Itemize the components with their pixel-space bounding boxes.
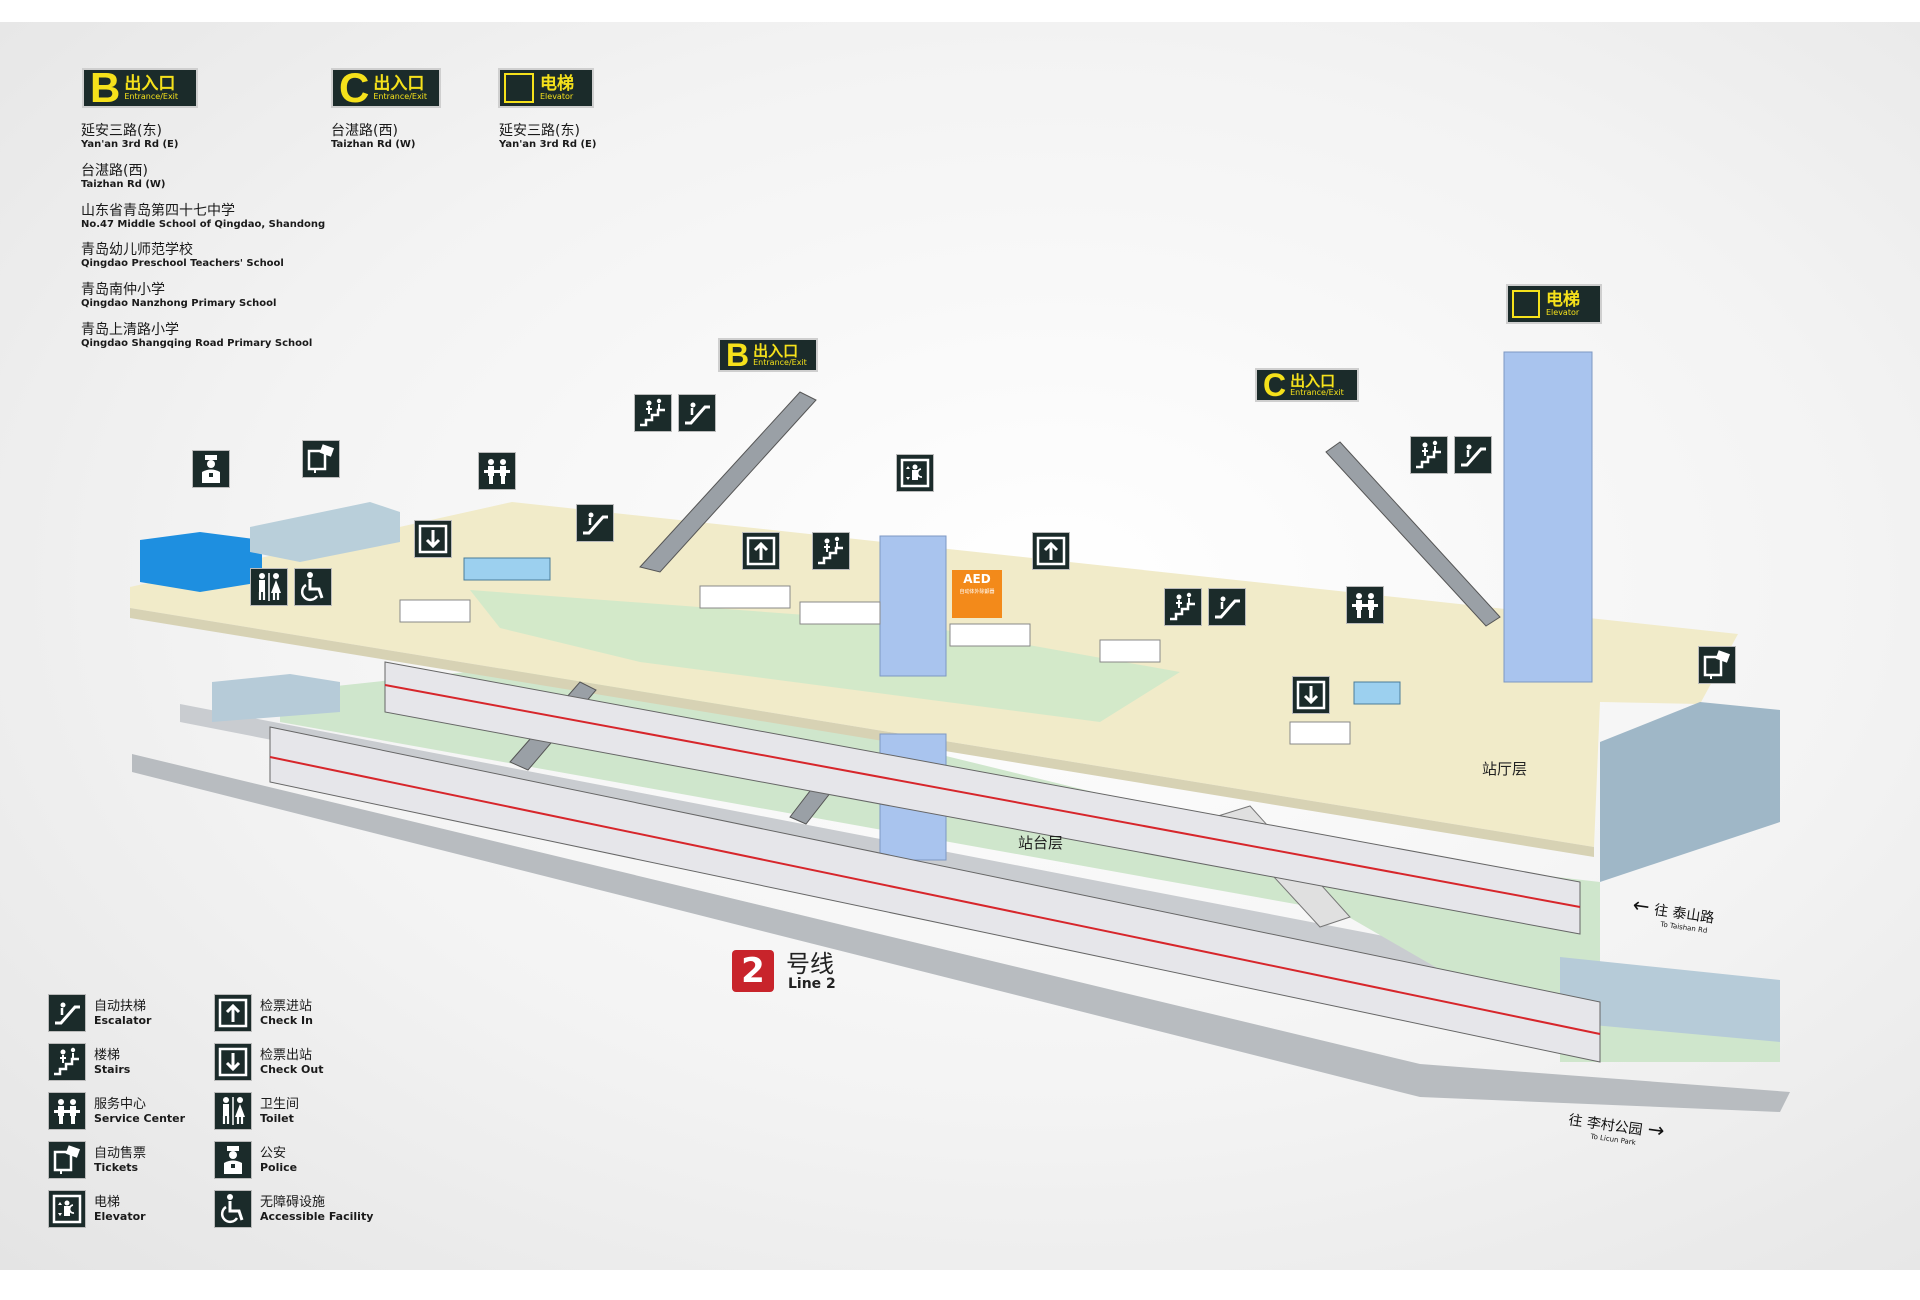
escalator-c	[1325, 441, 1501, 627]
check-out-icon	[1292, 676, 1330, 714]
b-destination: 延安三路(东)Yan'an 3rd Rd (E)	[81, 123, 179, 150]
police-room	[140, 532, 262, 592]
stairs-icon	[48, 1043, 86, 1081]
end-block-lower	[1560, 957, 1780, 1042]
end-block-upper	[1600, 702, 1780, 882]
escalator-b	[639, 391, 817, 573]
tickets-icon	[48, 1141, 86, 1179]
aed-sub: 自动体外除颤器	[959, 589, 995, 595]
concourse-paid-area	[470, 590, 1180, 722]
service-center-icon	[1346, 586, 1384, 624]
check-out-icon	[214, 1043, 252, 1081]
check-in-icon	[214, 994, 252, 1032]
escalator-icon	[678, 394, 716, 432]
toilet-icon	[250, 568, 288, 606]
aed-label: AED	[963, 572, 991, 586]
platform-level-label: 站台层	[1018, 834, 1064, 852]
concourse-level-label: 站厅层	[1482, 760, 1528, 778]
ticket-area	[250, 502, 400, 562]
left-platform-room	[212, 674, 340, 722]
elevator-destination: 延安三路(东)Yan'an 3rd Rd (E)	[499, 123, 597, 150]
service-booth-left	[463, 557, 551, 581]
entrance-c-zh: 出入口	[373, 73, 425, 94]
check-in-icon	[742, 532, 780, 570]
line-en: Line 2	[788, 976, 836, 992]
c-destination: 台湛路(西)Taizhan Rd (W)	[331, 123, 416, 150]
elevator-icon	[1512, 290, 1540, 318]
escalator-icon	[1454, 436, 1492, 474]
stairs-icon	[634, 394, 672, 432]
line-number: 2	[741, 951, 765, 991]
elevator-icon	[896, 454, 934, 492]
stairs-icon	[812, 532, 850, 570]
left-arrow-icon: ←	[1631, 892, 1652, 919]
entrance-c-en: Entrance/Exit	[373, 92, 428, 102]
entrance-b-zh: 出入口	[124, 73, 176, 94]
aed-box	[952, 570, 1002, 618]
train-rear	[384, 661, 1581, 935]
check-in-icon	[1032, 532, 1070, 570]
service-booth-right	[1353, 681, 1401, 705]
stairs-icon	[1164, 588, 1202, 626]
tickets-icon	[302, 440, 340, 478]
b-destination: 台湛路(西)Taizhan Rd (W)	[81, 163, 166, 190]
accessible-icon	[214, 1190, 252, 1228]
service-center-icon	[48, 1092, 86, 1130]
entrance-c-letter: C	[339, 64, 370, 111]
entrance-b-en: Entrance/Exit	[124, 92, 179, 102]
service-center-icon	[478, 452, 516, 490]
platform-level-floor	[280, 662, 1600, 1062]
escalator-icon	[48, 994, 86, 1032]
elevator-exit-en: Elevator	[540, 92, 574, 102]
stairs-icon	[1410, 436, 1448, 474]
elevator-icon	[504, 73, 534, 103]
check-out-icon	[414, 520, 452, 558]
elevator-icon	[48, 1190, 86, 1228]
toilet-icon	[214, 1092, 252, 1130]
train-front	[269, 726, 1601, 1063]
concourse-edge	[130, 608, 1594, 857]
elevator-shaft-right	[1503, 351, 1593, 683]
tickets-icon	[1698, 646, 1736, 684]
right-arrow-icon: →	[1646, 1116, 1667, 1143]
escalator-icon	[576, 504, 614, 542]
line-badge	[732, 950, 774, 992]
police-icon	[192, 450, 230, 488]
elevator-exit-zh: 电梯	[540, 73, 574, 94]
police-icon	[214, 1141, 252, 1179]
escalator-icon	[1208, 588, 1246, 626]
accessible-icon	[294, 568, 332, 606]
entrance-b-letter: B	[90, 64, 121, 111]
line-zh: 号线	[786, 950, 834, 978]
station-illustration	[130, 351, 1790, 1112]
elevator-shaft-center-upper	[879, 535, 947, 677]
fare-gates	[399, 585, 1351, 745]
